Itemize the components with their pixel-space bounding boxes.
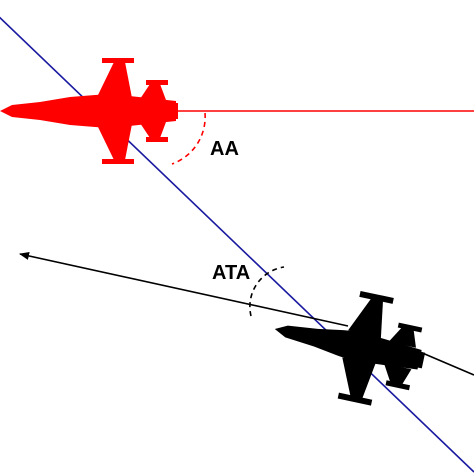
ownship-tail-line (419, 351, 474, 376)
aspect-angle-arc (171, 112, 206, 165)
aspect-angle-label: AA (210, 138, 239, 160)
antenna-train-angle-arc (249, 266, 285, 317)
antenna-train-angle-label: ATA (212, 262, 250, 284)
ownship-aircraft-icon (274, 290, 426, 406)
target-aircraft-icon (0, 58, 178, 164)
line-of-sight (0, 16, 474, 473)
ownship-heading-arrow (19, 252, 349, 327)
